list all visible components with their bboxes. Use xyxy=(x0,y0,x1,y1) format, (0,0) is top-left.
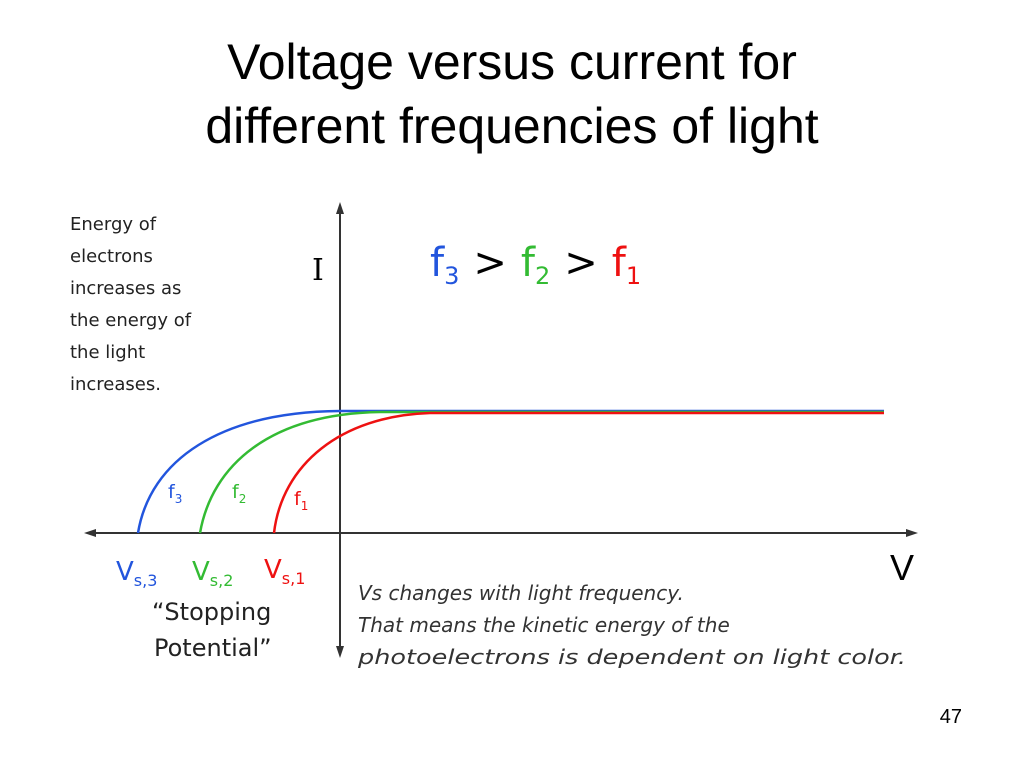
bottom-note-line: Vs changes with light frequency. xyxy=(358,581,684,605)
side-note: Energy of electrons increases as the ene… xyxy=(70,214,192,395)
title-line-1: Voltage versus current for xyxy=(227,34,797,90)
axes xyxy=(84,202,918,658)
title-line-2: different frequencies of light xyxy=(205,98,819,154)
slide-number: 47 xyxy=(939,706,962,728)
bottom-note-line: photoelectrons is dependent on light col… xyxy=(357,645,906,669)
side-note-line: increases as xyxy=(70,278,181,299)
curve-label-f3: f3 xyxy=(168,481,182,506)
y-axis-arrow-up xyxy=(336,202,344,214)
stopping-caption-line-1: “Stopping xyxy=(152,598,271,626)
curve-label-f2: f2 xyxy=(232,481,246,506)
y-axis-arrow-down xyxy=(336,646,344,658)
vs1-label: Vs,1 xyxy=(264,555,305,588)
curve-f3 xyxy=(136,409,884,534)
curve-f1 xyxy=(272,411,884,534)
vs2-label: Vs,2 xyxy=(192,557,233,590)
side-note-line: Energy of xyxy=(70,214,157,235)
vs3-label: Vs,3 xyxy=(116,557,157,590)
stopping-caption-line-2: Potential” xyxy=(154,634,272,662)
y-axis-label: I xyxy=(312,253,324,288)
x-axis-arrow-right xyxy=(906,529,918,537)
curve-f2 xyxy=(198,410,884,534)
curve-label-f1: f1 xyxy=(294,488,308,513)
bottom-note: Vs changes with light frequency. That me… xyxy=(357,581,906,669)
x-axis-label: V xyxy=(890,547,914,588)
bottom-note-line: That means the kinetic energy of the xyxy=(358,613,730,637)
side-note-line: electrons xyxy=(70,246,153,267)
slide-title: Voltage versus current for different fre… xyxy=(0,30,1024,158)
side-note-line: the energy of xyxy=(70,310,192,331)
side-note-line: increases. xyxy=(70,374,161,395)
x-axis-arrow-left xyxy=(84,529,96,537)
frequency-ordering: f3>f2>f1 xyxy=(430,240,641,290)
side-note-line: the light xyxy=(70,342,145,363)
